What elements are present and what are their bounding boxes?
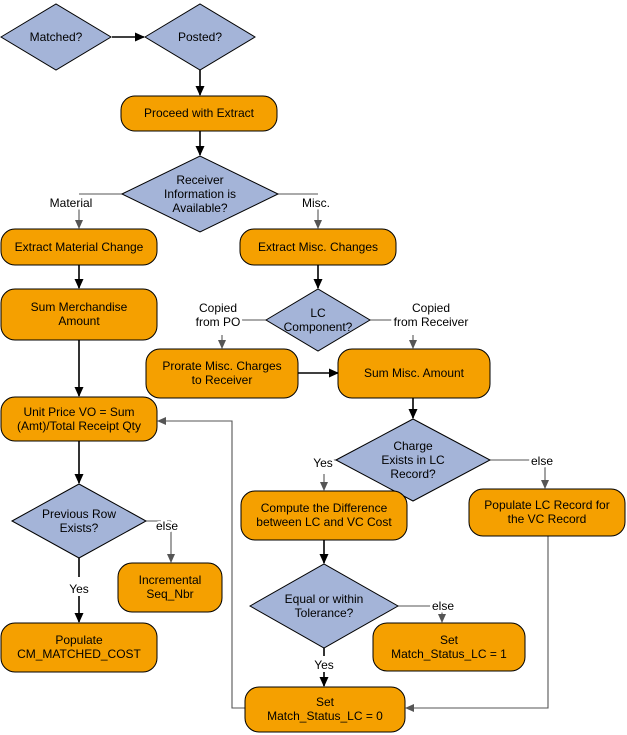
set-status-1-label-line-1: Set	[440, 633, 459, 647]
edges	[74, 32, 549, 712]
sum-misc-label: Sum Misc. Amount	[364, 366, 465, 380]
matched-decision	[0, 3, 112, 71]
charge-exists-label-line-2: Exists in LC	[381, 453, 445, 467]
lc-component-label-line-2: Component?	[284, 320, 353, 334]
sum-merchandise-label-line-1: Sum Merchandise	[31, 300, 128, 314]
previous-row-label-line-2: Exists?	[60, 521, 99, 535]
edge-label-yes-tolerance: Yes	[314, 658, 334, 672]
prorate-misc-box	[145, 348, 299, 399]
edge-label-copied-from-po-line-1: Copied	[199, 301, 237, 315]
set-status-1-label-line-2: Match_Status_LC = 1	[391, 647, 507, 661]
edge-populate-lc-to-set-status-0	[405, 536, 549, 712]
edge-label-copied-from-receiver-line-1: Copied	[412, 301, 450, 315]
equal-tolerance-label-line-2: Tolerance?	[295, 606, 354, 620]
receiver-info-label-line-1: Receiver	[176, 173, 223, 187]
edge-label-else-tolerance: else	[432, 599, 454, 613]
set-status-0-label-line-1: Set	[316, 695, 335, 709]
edge-label-copied-from-po-line-2: from PO	[196, 315, 241, 329]
extract-misc-box	[239, 228, 397, 266]
equal-tolerance-label-line-1: Equal or within	[285, 592, 364, 606]
lc-component-decision	[265, 288, 371, 352]
incremental-seq-box	[117, 562, 223, 613]
prorate-misc-label-line-1: Prorate Misc. Charges	[162, 359, 281, 373]
receiver-info-label-line-3: Available?	[172, 201, 227, 215]
proceed-extract-box	[120, 95, 278, 132]
receiver-info-label-line-2: Information is	[164, 187, 236, 201]
matched-label: Matched?	[30, 30, 83, 44]
populate-cm-label-line-2: CM_MATCHED_COST	[17, 647, 141, 661]
edge-label-material: Material	[50, 196, 93, 210]
populate-cm-box	[0, 622, 158, 673]
edge-label-yes-previous: Yes	[69, 582, 89, 596]
proceed-extract-label: Proceed with Extract	[144, 106, 255, 120]
populate-lc-box	[468, 488, 626, 537]
posted-decision	[144, 3, 256, 71]
previous-row-label-line-1: Previous Row	[42, 507, 116, 521]
populate-lc-label-line-2: the VC Record	[508, 512, 587, 526]
compute-difference-label-line-2: between LC and VC Cost	[256, 515, 392, 529]
sum-misc-box	[337, 348, 491, 399]
charge-exists-label-line-1: Charge	[393, 439, 433, 453]
extract-misc-label: Extract Misc. Changes	[258, 240, 378, 254]
posted-label: Posted?	[178, 30, 222, 44]
edge-set-status-0-loop-to-unit-price	[157, 417, 245, 709]
compute-difference-box	[240, 490, 408, 541]
previous-row-decision	[10, 483, 148, 559]
set-status-0-label-line-2: Match_Status_LC = 0	[267, 709, 383, 723]
extract-material-box	[0, 228, 158, 266]
charge-exists-decision	[334, 418, 492, 502]
populate-lc-label-line-1: Populate LC Record for	[484, 498, 609, 512]
prorate-misc-label-line-2: to Receiver	[192, 373, 253, 387]
extract-material-label: Extract Material Change	[15, 240, 144, 254]
incremental-seq-label-line-2: Seq_Nbr	[146, 587, 193, 601]
incremental-seq-label-line-1: Incremental	[139, 573, 202, 587]
equal-tolerance-decision	[248, 563, 400, 649]
labels: Matched? Posted? Proceed with ExtractRecei…	[15, 30, 610, 723]
edge-label-else-charge: else	[531, 454, 553, 468]
unit-price-label-line-2: (Amt)/Total Receipt Qty	[17, 419, 141, 433]
edge-label-else-previous: else	[156, 519, 178, 533]
sum-merchandise-label-line-2: Amount	[58, 314, 100, 328]
populate-cm-label-line-1: Populate	[55, 633, 103, 647]
edge-label-yes-charge: Yes	[313, 456, 333, 470]
edge-label-misc: Misc.	[302, 196, 330, 210]
receiver-info-decision	[120, 155, 280, 233]
charge-exists-label-line-3: Record?	[390, 467, 436, 481]
unit-price-label-line-1: Unit Price VO = Sum	[23, 405, 134, 419]
set-status-1-box	[372, 622, 526, 672]
sum-merchandise-box	[0, 288, 158, 341]
compute-difference-label-line-1: Compute the Difference	[261, 501, 388, 515]
nodes	[0, 3, 626, 733]
edge-label-copied-from-receiver-line-2: from Receiver	[394, 315, 469, 329]
unit-price-box	[0, 396, 158, 442]
set-status-0-box	[244, 686, 406, 733]
lc-component-label-line-1: LC	[310, 306, 326, 320]
